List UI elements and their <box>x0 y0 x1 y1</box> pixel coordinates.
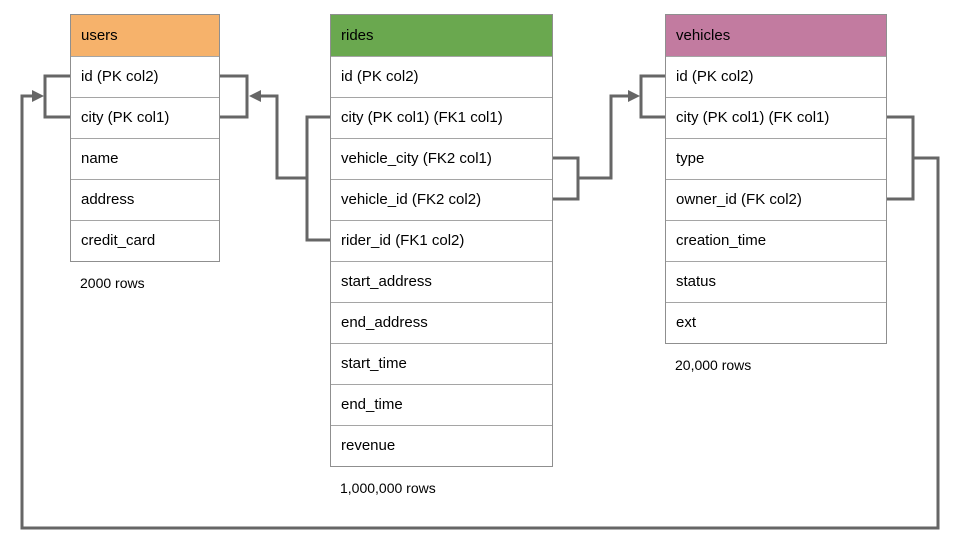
rides-row-id: id (PK col2) <box>331 56 552 97</box>
vehicles-right-bracket <box>887 115 915 201</box>
table-vehicles-header: vehicles <box>666 15 886 56</box>
fk-vehicles-users-arrowhead <box>32 90 44 102</box>
vehicles-row-creation-time: creation_time <box>666 220 886 261</box>
rides-row-revenue: revenue <box>331 425 552 466</box>
vehicles-row-type: type <box>666 138 886 179</box>
fk-vehicles-users-wire <box>20 94 940 530</box>
table-rides-header: rides <box>331 15 552 56</box>
vehicles-row-city: city (PK col1) (FK col1) <box>666 97 886 138</box>
vehicles-row-ext: ext <box>666 302 886 343</box>
rides-row-start-address: start_address <box>331 261 552 302</box>
table-vehicles: vehicles id (PK col2) city (PK col1) (FK… <box>665 14 887 373</box>
fk1-arrowhead <box>249 90 261 102</box>
rides-row-count-label: 1,000,000 rows <box>340 480 436 496</box>
table-users-box: users id (PK col2) city (PK col1) name a… <box>70 14 220 262</box>
users-row-name: name <box>71 138 219 179</box>
users-left-bracket <box>43 74 70 119</box>
vehicles-row-id: id (PK col2) <box>666 56 886 97</box>
vehicles-row-count-label: 20,000 rows <box>675 357 752 373</box>
fk1-rides-users-wire <box>261 94 307 180</box>
rides-right-bracket <box>553 156 580 201</box>
table-users-header: users <box>71 15 219 56</box>
users-row-address: address <box>71 179 219 220</box>
rides-row-rider-id: rider_id (FK1 col2) <box>331 220 552 261</box>
users-row-credit-card: credit_card <box>71 220 219 261</box>
fk2-rides-vehicles-wire <box>578 94 628 180</box>
table-users: users id (PK col2) city (PK col1) name a… <box>70 14 220 291</box>
rides-left-bracket <box>305 115 330 242</box>
table-rides-box: rides id (PK col2) city (PK col1) (FK1 c… <box>330 14 553 467</box>
rides-row-end-address: end_address <box>331 302 552 343</box>
users-row-city: city (PK col1) <box>71 97 219 138</box>
rides-row-vehicle-id: vehicle_id (FK2 col2) <box>331 179 552 220</box>
rides-row-end-time: end_time <box>331 384 552 425</box>
vehicles-row-status: status <box>666 261 886 302</box>
users-row-id: id (PK col2) <box>71 56 219 97</box>
rides-row-vehicle-city: vehicle_city (FK2 col1) <box>331 138 552 179</box>
users-right-bracket <box>220 74 249 119</box>
table-vehicles-box: vehicles id (PK col2) city (PK col1) (FK… <box>665 14 887 344</box>
rides-row-city: city (PK col1) (FK1 col1) <box>331 97 552 138</box>
vehicles-left-bracket <box>639 74 665 119</box>
rides-row-start-time: start_time <box>331 343 552 384</box>
fk2-arrowhead <box>628 90 640 102</box>
users-row-count-label: 2000 rows <box>80 275 145 291</box>
table-rides: rides id (PK col2) city (PK col1) (FK1 c… <box>330 14 553 496</box>
vehicles-row-owner-id: owner_id (FK col2) <box>666 179 886 220</box>
